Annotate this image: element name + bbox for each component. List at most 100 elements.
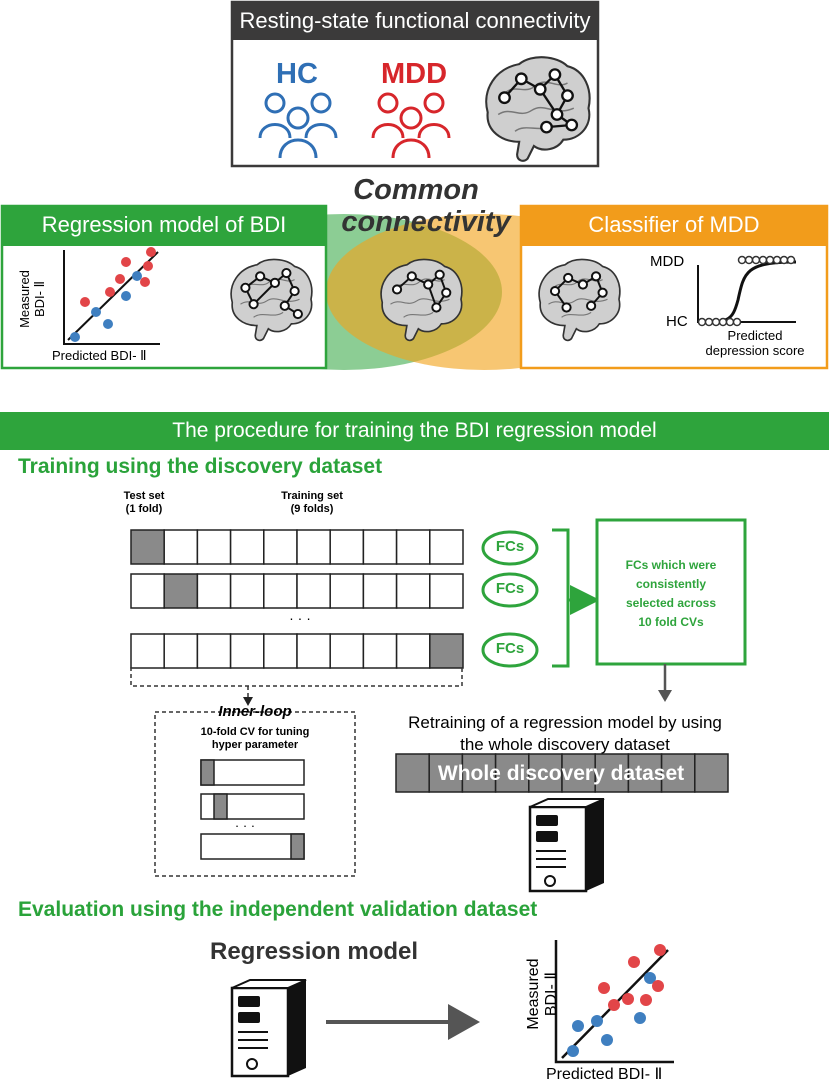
train-fold-cell (196, 633, 232, 669)
train-fold-cell (196, 529, 232, 565)
test-fold-cell (429, 633, 464, 669)
regression-ylabel-line2: BDI- Ⅱ (32, 281, 47, 318)
regression-model-label: Regression model (210, 938, 419, 965)
training-set-label: Training set (9 folds) (272, 490, 352, 516)
retraining-text: Retraining of a regression model by usin… (385, 712, 745, 756)
inner-loop-desc: 10-fold CV for tuning hyper parameter (155, 726, 355, 752)
fcs-label-1: FCs (495, 538, 525, 555)
whole-dataset-cell (461, 753, 497, 793)
consistent-fcs-line4: 10 fold CVs (638, 615, 704, 629)
fcs-oval-1 (481, 530, 539, 566)
inner-test-cell (213, 793, 228, 820)
validation-xlabel: Predicted BDI- Ⅱ (546, 1066, 663, 1083)
train-fold-cell (263, 573, 298, 609)
regression-plot-points (70, 247, 156, 342)
train-fold-cell (362, 633, 398, 669)
retraining-line1: Retraining of a regression model by usin… (408, 713, 722, 732)
classifier-xlabel: Predicted depression score (700, 328, 810, 358)
training-set-line1: Training set (281, 490, 343, 502)
hc-label: HC (276, 58, 318, 90)
train-fold-cell (362, 573, 398, 609)
consistent-fcs-line1: FCs which were (625, 558, 717, 572)
fold-dots: · · · (289, 610, 311, 626)
train-fold-cell (163, 633, 199, 669)
validation-ylabel-line2: BDI- Ⅱ (543, 971, 560, 1017)
whole-dataset-cell (395, 753, 430, 793)
training-set-line2: (9 folds) (290, 503, 334, 515)
train-fold-cell (296, 573, 331, 609)
test-fold-cell (130, 529, 165, 565)
outer-dashed-bracket (130, 667, 463, 687)
train-fold-cell (130, 573, 165, 609)
whole-dataset-label: Whole discovery dataset (437, 762, 685, 785)
procedure-bar: The procedure for training the BDI regre… (0, 412, 829, 450)
train-fold-cell (163, 529, 199, 565)
whole-dataset-cell (660, 753, 696, 793)
whole-dataset-cell (594, 753, 630, 793)
whole-dataset-cell (494, 753, 530, 793)
classifier-y-bottom: HC (666, 313, 688, 330)
whole-dataset-cell (428, 753, 464, 793)
regression-brain-icon (230, 258, 313, 342)
test-set-label: Test set (1 fold) (112, 490, 176, 516)
regression-panel-header (2, 206, 326, 246)
evaluation-arrowhead (448, 1004, 480, 1040)
regression-xlabel: Predicted BDI- Ⅱ (52, 348, 147, 363)
train-fold-cell (263, 633, 298, 669)
train-fold-cell (329, 529, 365, 565)
fcs-label-3: FCs (495, 640, 525, 657)
train-fold-cell (296, 529, 331, 565)
consistent-fcs-line3: selected across (625, 596, 717, 610)
consistent-fcs-text: FCs which were consistently selected acr… (597, 556, 745, 632)
brain-network-icon (485, 56, 591, 162)
validation-ylabel: Measured BDI- Ⅱ (525, 949, 561, 1039)
train-fold-cell (130, 633, 165, 669)
inner-loop-arrowhead (243, 697, 253, 706)
classifier-panel-header (521, 206, 827, 246)
whole-dataset-cell (528, 753, 563, 793)
whole-dataset-cell (627, 753, 663, 793)
train-fold-cell (329, 573, 365, 609)
train-fold-cell (296, 633, 331, 669)
validation-ylabel-line1: Measured (525, 958, 542, 1030)
server-icon (528, 798, 605, 893)
classifier-xlabel-line1: Predicted (727, 328, 783, 343)
train-fold-cell (429, 529, 464, 565)
mdd-people-icon (371, 92, 451, 159)
common-brain-icon (380, 258, 463, 342)
train-fold-cell (329, 633, 365, 669)
train-fold-cell (229, 633, 265, 669)
common-label-line1: Common (353, 174, 479, 206)
inner-row-frame (200, 759, 305, 786)
classifier-panel-title: Classifier of MDD (588, 212, 760, 237)
train-fold-cell (395, 529, 431, 565)
common-label-line2: connectivity (341, 206, 511, 238)
fcs-label-2: FCs (495, 580, 525, 597)
test-fold-cell (163, 573, 199, 609)
classifier-y-top: MDD (650, 253, 685, 270)
train-fold-cell (395, 573, 431, 609)
train-fold-cell (395, 633, 431, 669)
regression-ylabel: Measured BDI- Ⅱ (17, 263, 47, 335)
training-heading: Training using the discovery dataset (18, 455, 383, 478)
consistent-fcs-box (595, 518, 747, 666)
inner-loop-title: Inner-loop (218, 703, 292, 720)
regression-panel-title: Regression model of BDI (41, 212, 287, 237)
fcs-bracket (552, 528, 570, 668)
inner-test-cell (200, 759, 215, 786)
validation-plot-points (567, 944, 666, 1057)
train-fold-cell (196, 573, 232, 609)
test-set-line1: Test set (123, 490, 165, 502)
inner-row-frame (200, 833, 305, 860)
train-fold-cell (429, 573, 464, 609)
top-box-title: Resting-state functional connectivity (232, 2, 598, 40)
inner-test-cell (290, 833, 305, 860)
train-fold-cell (362, 529, 398, 565)
sigmoid-plot (697, 255, 797, 327)
train-fold-cell (263, 529, 298, 565)
classifier-xlabel-line2: depression score (705, 343, 805, 358)
whole-dataset-cell (561, 753, 596, 793)
train-fold-cell (229, 573, 265, 609)
whole-dataset-cell (694, 753, 729, 793)
inner-loop-dots: · · · (234, 818, 256, 833)
